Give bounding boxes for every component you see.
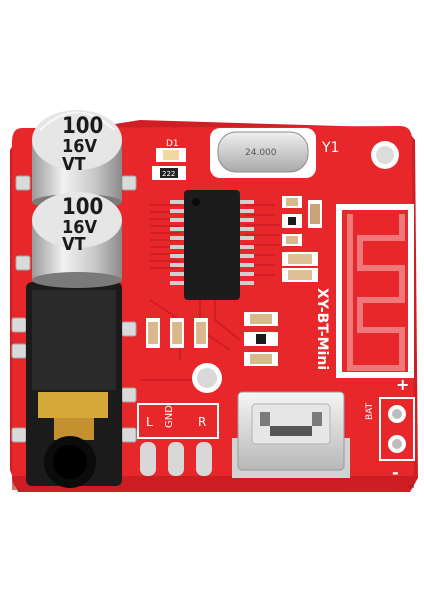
smd-components-right [146,196,322,366]
crystal-oscillator: 24.000 Y1 [210,128,339,178]
capacitor-top-voltage: 16V [62,136,98,157]
audio-output-labels: L GND R [137,403,219,476]
label-right: R [198,415,206,429]
label-left: L [146,415,153,429]
model-label-group: XY-BT-Mini [314,288,330,370]
capacitor-bottom-voltage: 16V [62,217,98,238]
label-ground: GND [164,405,175,428]
capacitor-top-brand: VT [62,154,86,175]
capacitor-bottom-brand: VT [62,234,86,255]
battery-minus: - [392,463,399,482]
pcb-traces [140,204,280,381]
crystal-frequency: 24.000 [245,148,277,158]
mounting-hole-middle [192,363,222,393]
mounting-hole-top-right [371,141,399,169]
model-label: XY-BT-Mini [314,288,330,370]
capacitor-bottom: 100 16V VT [32,192,122,288]
led-ref-label: D1 [166,139,179,149]
battery-plus: + [396,375,409,394]
edge-pads [11,175,137,443]
battery-terminal: + BAT - [365,375,415,482]
crystal-ref: Y1 [321,140,339,156]
led-d1: D1 [156,139,186,162]
capacitor-top-value: 100 [62,114,103,139]
bluetooth-chip [170,190,254,300]
capacitor-bottom-value: 100 [62,195,103,220]
audio-jack [26,282,122,488]
resistor-222: 222 [152,166,186,180]
pcb-antenna [336,204,414,378]
micro-usb-port [232,391,350,478]
resistor-code: 222 [162,170,175,178]
capacitor-top: 100 16V VT [32,110,122,210]
battery-label: BAT [365,402,375,420]
